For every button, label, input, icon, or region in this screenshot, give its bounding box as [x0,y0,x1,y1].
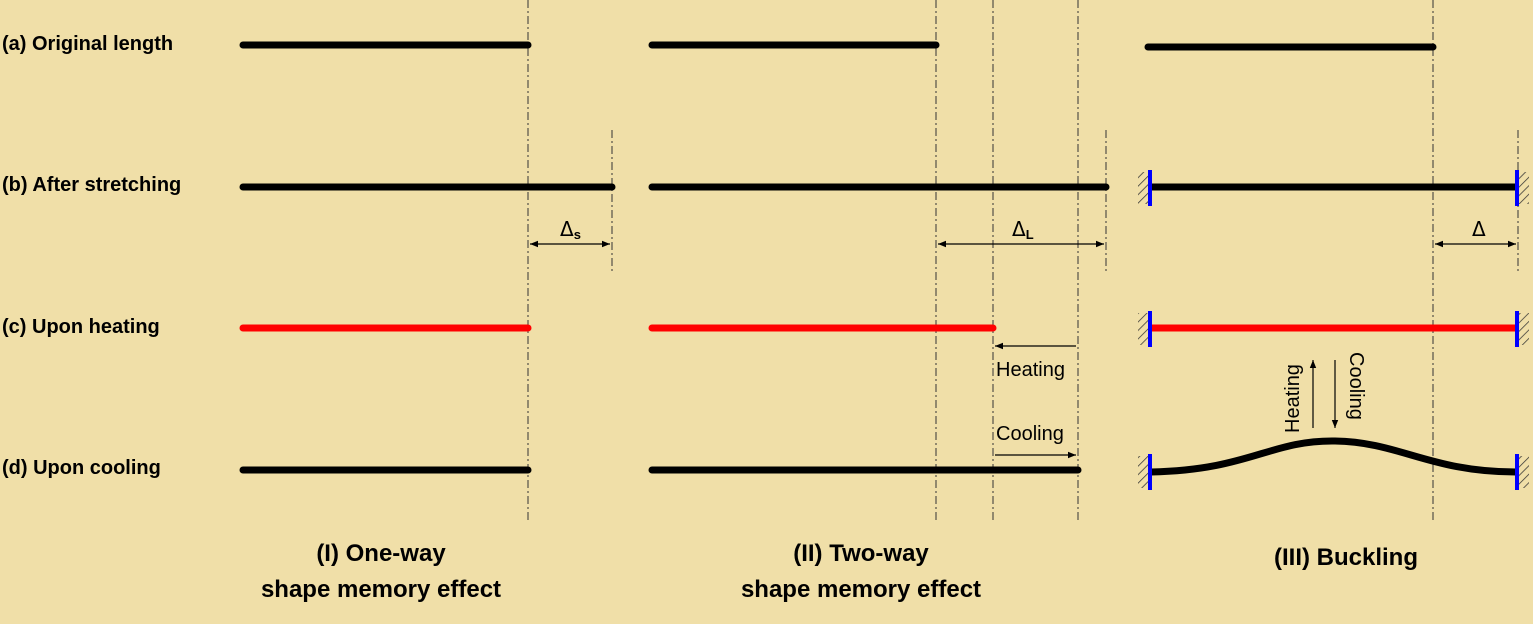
caption-buckling: (III) Buckling [1196,540,1496,576]
buckling-bar-buckled [1150,437,1517,476]
caption-one-way: (I) One-way shape memory effect [231,536,531,608]
clamp-left-row-c [1138,311,1152,347]
clamp-right-row-c [1515,311,1529,347]
caption-one-way-line2: shape memory effect [260,576,502,603]
row-label-after-stretching: (b) After stretching [2,174,182,196]
clamp-left-row-b [1138,170,1152,206]
cooling-label-vertical: Cooling [1345,352,1367,420]
delta-label: Δ [1472,217,1486,241]
cooling-label: Cooling [996,423,1064,445]
heating-label: Heating [996,359,1065,381]
delta-l-label: ΔL [1012,217,1034,242]
caption-two-way: (II) Two-way shape memory effect [711,536,1011,608]
heating-label-vertical: Heating [1282,364,1304,433]
clamp-left-row-d [1138,454,1152,490]
caption-buckling-line1: (III) Buckling [1274,544,1418,571]
row-label-upon-heating: (c) Upon heating [2,316,160,338]
caption-one-way-line1: (I) One-way [316,540,446,567]
clamp-right-row-b [1515,170,1529,206]
caption-two-way-line1: (II) Two-way [793,540,929,567]
row-label-original-length: (a) Original length [2,33,174,55]
delta-s-label: Δs [560,217,581,242]
caption-two-way-line2: shape memory effect [740,576,982,603]
row-label-upon-cooling: (d) Upon cooling [2,457,161,479]
clamp-right-row-d [1515,454,1529,490]
